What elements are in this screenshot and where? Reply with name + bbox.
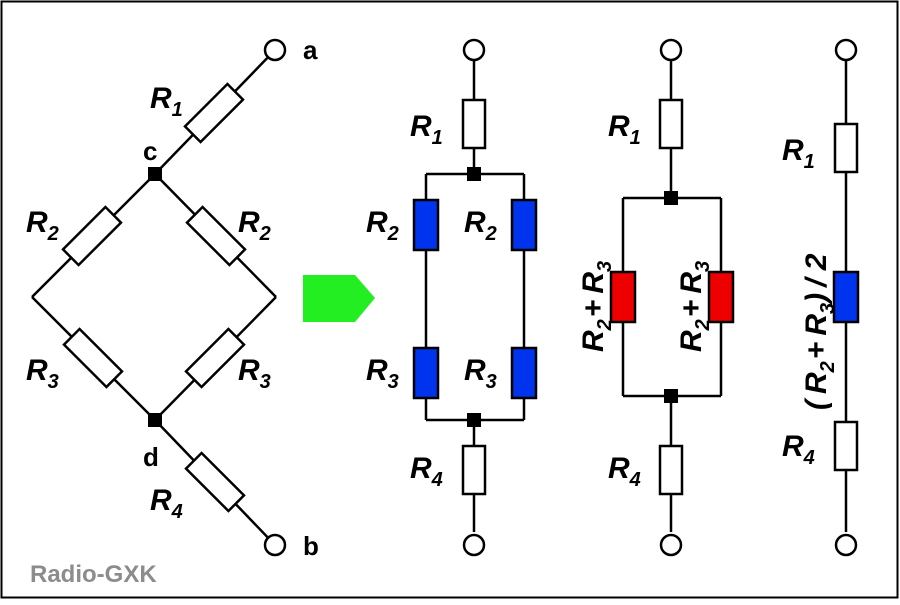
p3-label-sum-left: R2+R3 <box>577 261 616 352</box>
bridge-label-r3-left: R3 <box>26 354 59 393</box>
p3-resistor-r1 <box>658 98 684 150</box>
p4-terminal-top <box>834 38 858 62</box>
p2-node-top <box>467 167 481 181</box>
p2-terminal-top <box>462 38 486 62</box>
label-b: b <box>303 531 319 561</box>
p3-resistor-r2r3-right <box>707 270 735 324</box>
p2-label-r3-right: R3 <box>464 354 497 393</box>
p2-resistor-r2-right <box>510 198 538 252</box>
label-a: a <box>303 35 318 65</box>
bridge-label-r2-right: R2 <box>238 206 271 245</box>
bridge-label-r3-right: R3 <box>238 354 271 393</box>
bridge-resistor-r3-left <box>62 327 124 389</box>
terminal-a <box>263 38 287 62</box>
p3-resistor-r2r3-left <box>609 270 637 324</box>
p2-resistor-r1 <box>461 98 487 150</box>
terminal-b <box>263 533 287 557</box>
p4-terminal-bottom <box>834 533 858 557</box>
label-d: d <box>143 442 159 472</box>
p4-resistor-half <box>832 270 860 324</box>
label-c: c <box>143 136 157 166</box>
p4-label-r4: R4 <box>782 430 815 469</box>
transform-arrow <box>303 275 375 322</box>
bridge-resistor-r3-right <box>184 327 246 389</box>
node-c <box>148 167 162 181</box>
p2-label-r1: R1 <box>410 110 443 149</box>
bridge-label-r2-left: R2 <box>26 206 59 245</box>
p4-resistor-r1 <box>833 122 859 174</box>
p2-resistor-r2-left <box>412 198 440 252</box>
p4-label-r1: R1 <box>782 134 815 173</box>
p3-label-r4: R4 <box>608 452 641 491</box>
p3-resistor-r4 <box>658 444 684 496</box>
p2-node-bottom <box>467 413 481 427</box>
p3-node-top <box>664 191 678 205</box>
p3-terminal-top <box>659 38 683 62</box>
p2-label-r2-right: R2 <box>464 206 497 245</box>
p2-label-r2-left: R2 <box>366 206 399 245</box>
p3-label-sum-right: R2+R3 <box>675 261 714 352</box>
bridge-resistor-r2-left <box>61 205 123 267</box>
p4-label-half: (R2+R3)/ 2 <box>800 253 839 410</box>
bridge-label-r1: R1 <box>150 82 183 121</box>
p4-resistor-r4 <box>833 420 859 472</box>
bridge-resistor-r4 <box>184 451 246 513</box>
p2-label-r4: R4 <box>410 452 443 491</box>
p2-resistor-r3-right <box>510 346 538 400</box>
p2-resistor-r3-left <box>412 346 440 400</box>
p2-label-r3-left: R3 <box>366 354 399 393</box>
p2-resistor-r4 <box>461 444 487 496</box>
node-d <box>148 413 162 427</box>
p3-label-r1: R1 <box>608 110 641 149</box>
bridge-resistor-r1 <box>183 82 245 144</box>
p3-terminal-bottom <box>659 533 683 557</box>
bridge-label-r4: R4 <box>150 484 183 523</box>
watermark: Radio-GXK <box>30 561 157 588</box>
p3-node-bottom <box>664 389 678 403</box>
bridge-resistor-r2-right <box>185 205 247 267</box>
p2-terminal-bottom <box>462 533 486 557</box>
